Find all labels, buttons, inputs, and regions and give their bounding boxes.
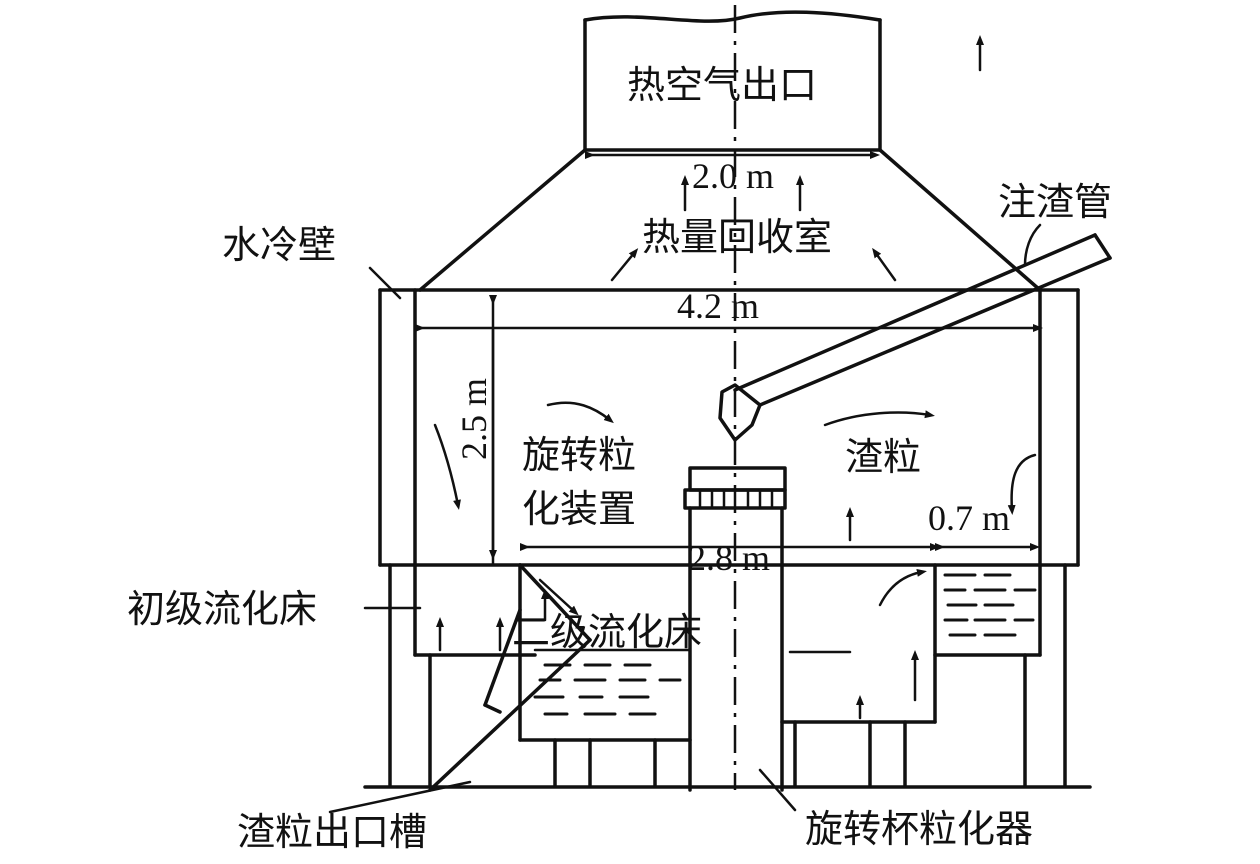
rotary-cup-label: 旋转杯粒化器 [805,807,1033,851]
dim-side-bed: 0.7 m [928,498,1010,538]
primary-bed [388,563,537,787]
slag-particles-label: 渣粒 [845,435,921,479]
water-wall-label: 水冷壁 [222,223,336,267]
outlet-duct [583,10,882,152]
dim-cup-span: 2.8 m [688,538,770,578]
hood [418,148,1042,292]
rotary-granulator-label-2: 化装置 [522,487,636,531]
secondary-bed [518,563,692,787]
hot-air-outlet-label: 热空气出口 [627,63,817,107]
dim-chamber-width: 4.2 m [677,286,759,326]
slag-pipe-label: 注渣管 [998,180,1112,224]
rotary-granulator-label-1: 旋转粒 [522,433,636,477]
dimension-lines [415,151,1043,560]
heat-recovery-room-label: 热量回收室 [642,215,832,259]
slag-outlet-chute-label: 渣粒出口槽 [237,810,427,854]
leader-lines [328,223,1042,814]
dim-outlet-width: 2.0 m [692,156,774,196]
right-bed [780,563,1067,787]
slag-pipe [718,233,1112,442]
primary-bed-label: 初级流化床 [127,587,317,631]
slag-outlet-chute [428,563,592,792]
dim-chamber-height: 2.5 m [454,378,494,460]
secondary-bed-label: 二级流化床 [512,610,702,654]
flow-arrows [433,35,1037,720]
